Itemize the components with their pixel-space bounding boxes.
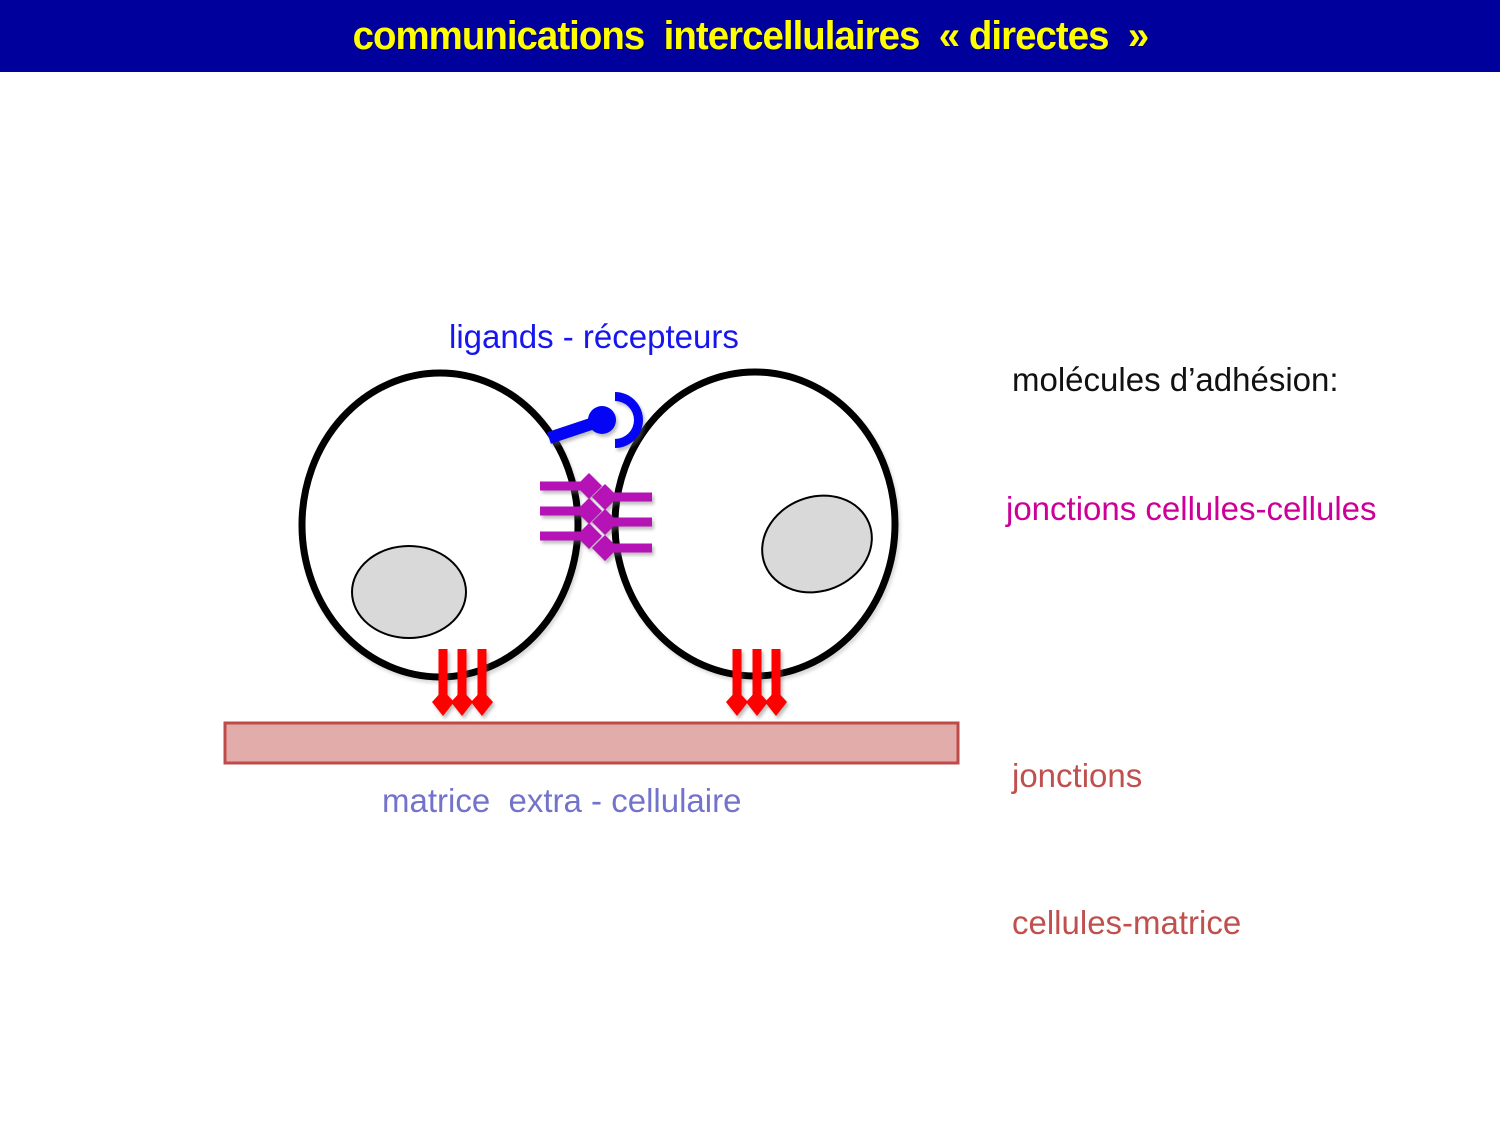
header-bar: communications intercellulaires « direct… xyxy=(0,0,1500,72)
page-title: communications intercellulaires « direct… xyxy=(352,13,1149,58)
cell-cell-junction-icon xyxy=(540,473,652,561)
junctions-cell-cell-label: jonctions cellules-cellules xyxy=(1006,490,1377,527)
nucleus-left xyxy=(351,545,467,639)
matrix-junction-head xyxy=(765,690,787,716)
junction-diamond xyxy=(592,509,618,535)
receptor-icon xyxy=(615,392,643,448)
extracellular-matrix-bar xyxy=(223,721,960,765)
junction-diamond xyxy=(576,523,602,549)
ligand-ball-icon xyxy=(588,406,616,434)
matrix-junction-head xyxy=(432,690,454,716)
junction-diamond xyxy=(576,498,602,524)
ligands-receptors-label: ligands - récepteurs xyxy=(449,318,739,355)
junction-diamond xyxy=(592,535,618,561)
junctions-cell-matrix-label-line1: jonctions xyxy=(1012,757,1143,794)
matrix-junction-head xyxy=(746,690,768,716)
matrix-junction-head xyxy=(451,690,473,716)
adhesion-molecules-label: molécules d’adhésion: xyxy=(1012,361,1339,398)
junctions-cell-matrix-label-line2: cellules-matrice xyxy=(1012,904,1242,941)
junctions-cell-matrix-label: jonctions cellules-matrice xyxy=(1012,653,1241,1045)
ligand-receptor-icon xyxy=(547,392,643,448)
nucleus-right xyxy=(761,494,873,594)
cell-matrix-junction-left-icon xyxy=(432,649,493,716)
junction-diamond xyxy=(592,484,618,510)
matrix-junction-head xyxy=(726,690,748,716)
matrix-junction-head xyxy=(471,690,493,716)
extracellular-matrix-label: matrice extra - cellulaire xyxy=(382,782,742,819)
cell-matrix-junction-right-icon xyxy=(726,649,787,716)
junction-diamond xyxy=(576,473,602,499)
